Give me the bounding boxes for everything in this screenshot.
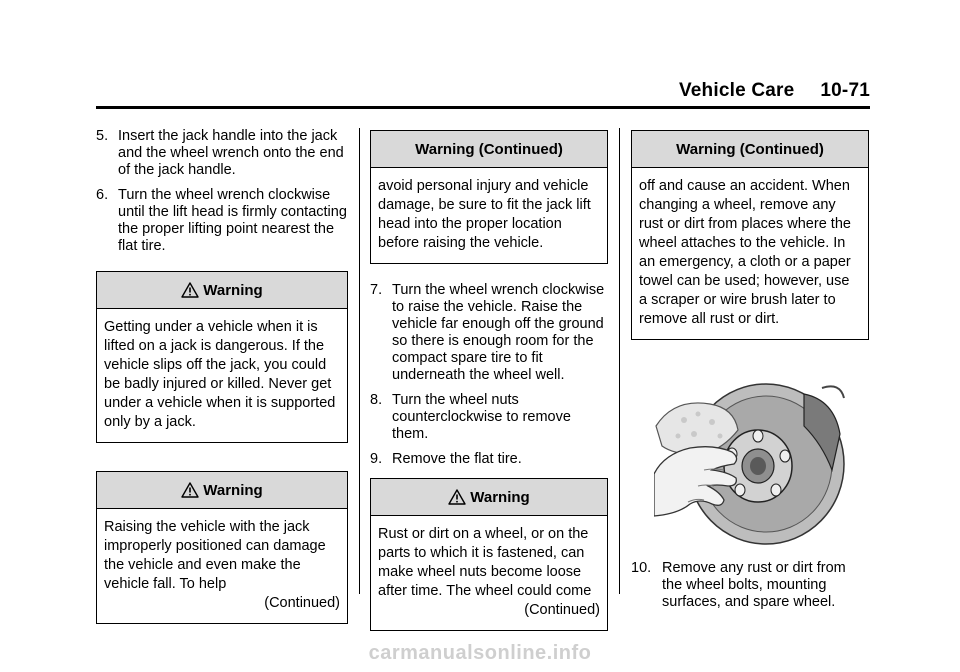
- warning-header: Warning (Continued): [632, 131, 868, 168]
- section-title: Vehicle Care: [678, 80, 795, 101]
- warning-header: Warning (Continued): [371, 131, 607, 168]
- step-text: Remove the flat tire.: [392, 451, 522, 467]
- warning-body: Rust or dirt on a wheel, or on the parts…: [371, 516, 607, 630]
- warning-triangle-icon: [181, 482, 199, 498]
- step-number: 10.: [631, 560, 652, 576]
- warning-body: Raising the vehicle with the jack improp…: [97, 509, 347, 623]
- step-number: 7.: [370, 282, 383, 298]
- warning-text: avoid personal injury and vehicle damage…: [378, 178, 591, 251]
- warning-box: Warning Raising the vehicle with the jac…: [96, 471, 348, 624]
- column-divider: [359, 128, 360, 594]
- step-7: 7. Turn the wheel wrench clockwise to ra…: [370, 282, 608, 384]
- column-divider: [619, 128, 620, 594]
- wheel-hub-cleaning-illustration: [654, 383, 845, 545]
- warning-text: off and cause an accident. When changing…: [639, 178, 851, 327]
- step-text: Insert the jack handle into the jack and…: [118, 128, 344, 178]
- continued-label: (Continued): [524, 602, 600, 618]
- warning-title: Warning: [203, 281, 263, 299]
- step-text: Remove any rust or dirt from the wheel b…: [662, 560, 846, 610]
- header-title: Vehicle Care 10-71: [679, 80, 870, 102]
- warning-box: Warning Rust or dirt on a wheel, or on t…: [370, 478, 608, 631]
- warning-text: Getting under a vehicle when it is lifte…: [104, 319, 336, 430]
- column-1: 5. Insert the jack handle into the jack …: [96, 128, 348, 624]
- column-3: Warning (Continued) off and cause an acc…: [631, 128, 869, 619]
- page-number: 10-71: [820, 80, 870, 101]
- warning-text: Rust or dirt on a wheel, or on the parts…: [378, 526, 592, 599]
- step-text: Turn the wheel wrench clockwise until th…: [118, 187, 347, 254]
- warning-box-continued: Warning (Continued) avoid personal injur…: [370, 130, 608, 264]
- warning-header: Warning: [97, 472, 347, 509]
- warning-header: Warning: [97, 272, 347, 309]
- warning-box: Warning Getting under a vehicle when it …: [96, 271, 348, 443]
- warning-title: Warning (Continued): [676, 140, 824, 158]
- step-number: 8.: [370, 392, 383, 408]
- step-10: 10. Remove any rust or dirt from the whe…: [631, 560, 869, 611]
- step-6: 6. Turn the wheel wrench clockwise until…: [96, 187, 348, 255]
- warning-title: Warning (Continued): [415, 140, 563, 158]
- warning-triangle-icon: [181, 282, 199, 298]
- step-number: 5.: [96, 128, 109, 144]
- step-9: 9. Remove the flat tire.: [370, 451, 608, 468]
- step-number: 6.: [96, 187, 109, 203]
- warning-text: Raising the vehicle with the jack improp…: [104, 519, 326, 592]
- page-header: Vehicle Care 10-71: [96, 80, 870, 109]
- warning-box-continued: Warning (Continued) off and cause an acc…: [631, 130, 869, 340]
- step-5: 5. Insert the jack handle into the jack …: [96, 128, 348, 179]
- warning-title: Warning: [470, 488, 530, 506]
- warning-header: Warning: [371, 479, 607, 516]
- step-text: Turn the wheel wrench clockwise to raise…: [392, 282, 605, 383]
- watermark: carmanualsonline.info: [368, 642, 592, 664]
- warning-triangle-icon: [448, 489, 466, 505]
- continued-label: (Continued): [264, 595, 340, 611]
- step-8: 8. Turn the wheel nuts counterclockwise …: [370, 392, 608, 443]
- column-2: Warning (Continued) avoid personal injur…: [370, 128, 608, 631]
- step-text: Turn the wheel nuts counterclockwise to …: [392, 392, 571, 442]
- step-number: 9.: [370, 451, 383, 467]
- warning-title: Warning: [203, 481, 263, 499]
